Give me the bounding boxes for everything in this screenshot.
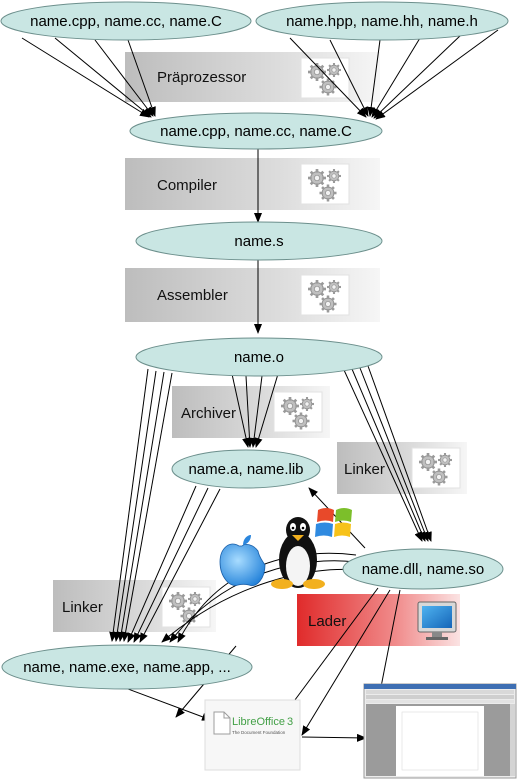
tool-assembler: Assembler <box>125 268 380 322</box>
tool-linker-right: Linker <box>337 442 467 494</box>
apple-logo-icon <box>219 535 266 586</box>
tool-preprocessor: Präprozessor <box>125 52 380 102</box>
node-static-library-label: name.a, name.lib <box>188 461 303 478</box>
tool-preprocessor-label: Präprozessor <box>157 69 246 86</box>
tool-compiler-label: Compiler <box>157 177 217 194</box>
tool-compiler: Compiler <box>125 158 380 210</box>
tool-linker-left: Linker <box>53 580 216 632</box>
node-object-label: name.o <box>234 349 284 366</box>
tool-linker-right-label: Linker <box>344 461 385 478</box>
node-preprocessed-source: name.cpp, name.cc, name.C <box>129 112 383 150</box>
node-assembly-label: name.s <box>234 233 283 250</box>
gear-icon <box>301 164 349 204</box>
node-static-library: name.a, name.lib <box>171 449 321 489</box>
tool-archiver: Archiver <box>172 386 330 438</box>
node-header-files-label: name.hpp, name.hh, name.h <box>286 13 478 30</box>
libreoffice-logo: LibreOffice 3 The Document Foundation <box>204 699 301 771</box>
libreoffice-foundation: The Document Foundation <box>232 730 286 735</box>
tool-assembler-label: Assembler <box>157 287 228 304</box>
document-window-screenshot <box>363 683 517 779</box>
node-executable: name, name.exe, name.app, ... <box>1 644 253 690</box>
tool-loader-label: Lader <box>308 613 346 630</box>
node-header-files: name.hpp, name.hh, name.h <box>255 1 509 41</box>
node-source-files: name.cpp, name.cc, name.C <box>0 1 252 41</box>
tool-linker-left-label: Linker <box>62 599 103 616</box>
gear-icon <box>412 448 460 488</box>
node-assembly: name.s <box>135 221 383 261</box>
windows-logo-icon <box>315 508 352 537</box>
node-source-files-label: name.cpp, name.cc, name.C <box>30 13 222 30</box>
node-shared-library: name.dll, name.so <box>342 548 504 590</box>
gear-icon <box>301 275 349 315</box>
linux-tux-icon <box>271 517 325 589</box>
tool-archiver-label: Archiver <box>181 405 236 422</box>
node-shared-library-label: name.dll, name.so <box>362 561 485 578</box>
node-executable-label: name, name.exe, name.app, ... <box>23 659 231 676</box>
gear-icon <box>274 392 322 432</box>
libreoffice-version: 3 <box>287 716 293 728</box>
tool-loader: Lader <box>297 594 460 646</box>
libreoffice-product: LibreOffice <box>232 716 285 728</box>
node-preprocessed-source-label: name.cpp, name.cc, name.C <box>160 123 352 140</box>
monitor-icon <box>417 601 457 640</box>
node-object: name.o <box>135 337 383 377</box>
